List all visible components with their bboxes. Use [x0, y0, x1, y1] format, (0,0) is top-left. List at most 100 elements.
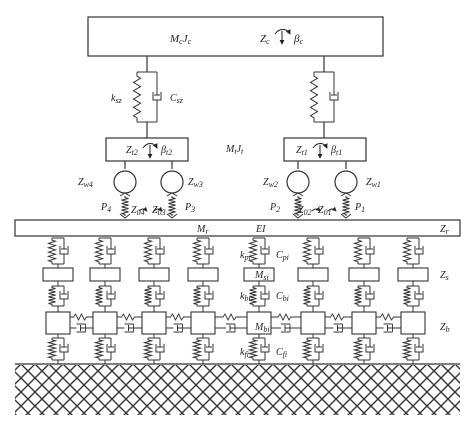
suspension-spring	[403, 286, 411, 306]
wheel-circle	[113, 170, 137, 194]
shear-spring	[380, 312, 401, 322]
suspension-spring	[193, 286, 201, 306]
sleeper-block	[397, 267, 429, 282]
ballast-spring-damper	[48, 285, 69, 307]
foundation-c-label: Cfi	[276, 347, 287, 359]
contact-z01-label: Z01	[318, 205, 332, 217]
ballast-block	[300, 311, 326, 335]
suspension-damper	[365, 238, 375, 264]
suspension-damper	[365, 338, 375, 360]
shear-spring	[275, 312, 301, 322]
suspension-damper	[314, 338, 324, 360]
sleeper-block	[138, 267, 170, 282]
bogie-mass-label: MtJt	[225, 144, 244, 156]
suspension-damper	[106, 338, 116, 360]
car-body-mass-label: McJc	[169, 33, 192, 46]
suspension-spring	[249, 286, 257, 306]
bogie-rear-pitch-arrow	[142, 143, 158, 149]
suspension-spring	[48, 286, 56, 306]
ballast-spring-damper	[144, 285, 165, 307]
suspension-damper	[59, 286, 69, 306]
contact-z02-label: Z02	[298, 205, 312, 217]
car-body-beta-label: βc	[293, 33, 303, 46]
contact-spring	[342, 196, 350, 216]
suspension-spring	[401, 338, 413, 360]
suspension-spring	[303, 286, 311, 306]
ballast-spring-damper	[193, 285, 214, 307]
suspension-spring	[142, 338, 154, 360]
suspension-spring	[309, 72, 319, 122]
car-body-box	[87, 16, 384, 57]
foundation-spring-damper	[191, 337, 214, 361]
contact-arrow-up	[119, 192, 131, 197]
ballast-spring-damper	[95, 285, 116, 307]
wheel-circle	[160, 170, 184, 194]
contact-p1-label: P1	[354, 202, 365, 214]
support-column-2	[89, 237, 142, 364]
railpad-spring-damper	[352, 237, 375, 265]
ground-hatch	[15, 365, 460, 415]
contact-p2-label: P2	[269, 202, 280, 214]
railpad-spring-damper	[247, 237, 270, 265]
sleeper-z-label: Zs	[440, 270, 449, 282]
foundation-spring-damper	[46, 337, 69, 361]
foundation-spring-damper	[142, 337, 165, 361]
sleeper-block	[187, 267, 219, 282]
ballast-block	[351, 311, 377, 335]
foundation-spring-damper	[247, 337, 270, 361]
suspension-spring	[46, 338, 58, 360]
suspension-damper	[329, 72, 339, 122]
shear-spring	[170, 312, 191, 322]
support-column-4	[187, 237, 247, 364]
suspension-damper	[204, 286, 214, 306]
sleeper-block	[42, 267, 74, 282]
sleeper-mass-label: Msi	[254, 270, 269, 282]
wheelset-2	[153, 161, 184, 219]
support-column-7	[348, 237, 401, 364]
suspension-spring	[46, 238, 58, 264]
suspension-spring	[95, 286, 103, 306]
sleeper-block	[89, 267, 121, 282]
foundation-spring-damper	[352, 337, 375, 361]
irregularity-arrow	[138, 206, 148, 212]
contact-arrow-up	[292, 192, 304, 197]
bogie-rear-box	[105, 137, 189, 162]
suspension-damper	[152, 72, 162, 122]
suspension-spring	[191, 338, 203, 360]
ballast-block	[400, 311, 426, 335]
suspension-spring	[301, 238, 313, 264]
contact-arrow-down	[340, 213, 352, 219]
suspension-damper	[414, 338, 424, 360]
suspension-damper	[260, 286, 270, 306]
suspension-spring	[401, 238, 413, 264]
wheelset-1	[113, 161, 148, 219]
wheelset-3	[286, 161, 321, 219]
suspension-spring	[247, 238, 259, 264]
pad-k-label: kpi	[240, 250, 251, 262]
railpad-spring-damper	[46, 237, 69, 265]
support-column-6	[297, 237, 352, 364]
sleeper-block	[348, 267, 380, 282]
suspension-spring	[352, 338, 364, 360]
rail-z-label: Zr	[440, 224, 450, 236]
suspension-spring	[93, 238, 105, 264]
irregularity-arrow	[153, 206, 163, 212]
support-column-5	[243, 237, 301, 364]
ballast-spring-damper	[403, 285, 424, 307]
bogie-rear-beta-label: βt2	[160, 145, 172, 157]
contact-z03-label: Z03	[152, 205, 166, 217]
secondary-suspension-front	[309, 56, 339, 138]
support-column-1	[42, 237, 93, 364]
foundation-spring-damper	[93, 337, 116, 361]
bogie-rear-z-label: Zt2	[126, 145, 138, 157]
suspension-spring	[93, 338, 105, 360]
wheel-w1-label: Zw1	[366, 177, 381, 189]
suspension-spring	[144, 286, 152, 306]
rail-mass-label: Mr	[196, 224, 209, 236]
contact-spring	[168, 196, 176, 216]
suspension-spring	[301, 338, 313, 360]
suspension-damper	[204, 338, 214, 360]
ballast-k-label: kbi	[240, 291, 251, 303]
